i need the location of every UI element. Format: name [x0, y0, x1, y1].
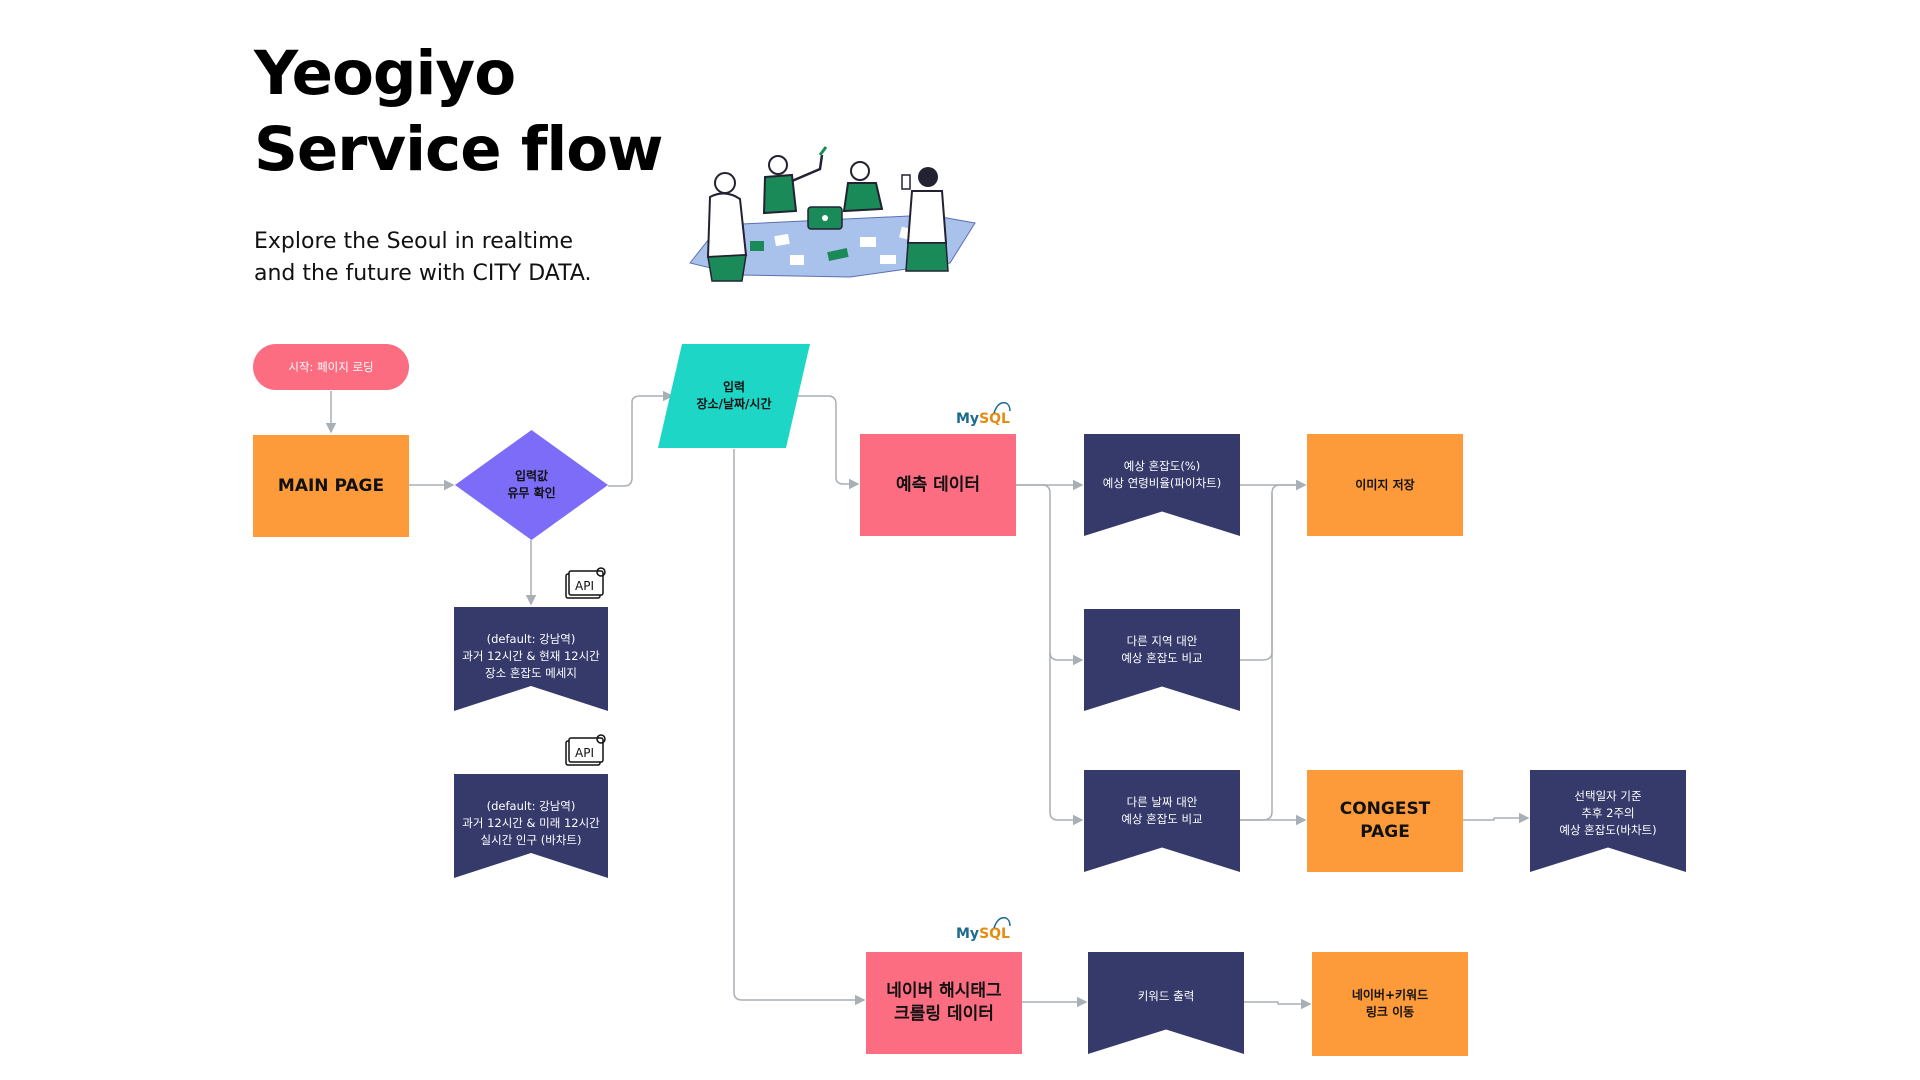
save-image-node: 이미지 저장	[1307, 434, 1463, 536]
main-page-node: MAIN PAGE	[253, 435, 409, 537]
input-node: 입력 장소/날짜/시간	[658, 344, 810, 448]
main-page-label: MAIN PAGE	[277, 475, 385, 496]
input-parallelogram-shape	[658, 344, 810, 448]
mysql-logo-2: MySQL	[956, 916, 1011, 942]
input-label-wrap: 입력 장소/날짜/시간	[658, 344, 810, 448]
mysql-logo-my: My	[956, 926, 980, 942]
naver-link-node: 네이버+키워드 링크 이동	[1312, 952, 1468, 1056]
dolphin-icon	[993, 916, 1011, 929]
connector-prediction-flag3	[1049, 652, 1084, 826]
subtitle-line-1: Explore the Seoul in realtime	[254, 229, 574, 254]
start-node-label: 시작: 페이지 로딩	[288, 360, 374, 374]
mysql-logo-my: My	[956, 411, 980, 427]
api-text: API	[575, 579, 594, 593]
title-line-1: Yeogiyo	[254, 38, 516, 109]
save-image-label: 이미지 저장	[1355, 477, 1415, 492]
start-node: 시작: 페이지 로딩	[253, 344, 409, 390]
page-subtitle: Explore the Seoul in realtime and the fu…	[254, 226, 774, 290]
connector-prediction-flag2	[1016, 484, 1084, 666]
dolphin-icon	[993, 401, 1011, 414]
connector-input-prediction	[796, 395, 860, 490]
api-badge-2: API	[564, 733, 608, 767]
prediction-data-label: 예측 데이터	[895, 474, 981, 495]
default-future-label: (default: 강남역) 과거 12시간 & 미래 12시간 실시간 인구 …	[462, 799, 600, 847]
decision-label-wrap: 입력값 유무 확인	[455, 430, 608, 540]
title-line-2: Service flow	[254, 114, 664, 185]
connector-input-naver	[733, 449, 866, 1006]
selected-date-label: 선택일자 기준 추후 2주의 예상 혼잡도(바차트)	[1559, 789, 1657, 837]
keyword-output-label: 키워드 출력	[1137, 989, 1195, 1003]
connector-congest-selected	[1462, 812, 1530, 824]
mysql-logo-1: MySQL	[956, 401, 1011, 427]
predicted-congestion-label: 예상 혼잡도(%) 예상 연령비율(파이차트)	[1102, 459, 1222, 490]
congest-page-label: CONGEST PAGE	[1339, 799, 1431, 842]
congest-page-node: CONGEST PAGE	[1307, 770, 1463, 872]
prediction-data-node: 예측 데이터	[860, 434, 1016, 536]
connector-keyword-link	[1244, 998, 1312, 1010]
page-title: Yeogiyo Service flow	[254, 36, 774, 188]
api-icon: API	[565, 567, 606, 599]
decision-label: 입력값 유무 확인	[507, 469, 556, 500]
naver-crawling-label: 네이버 해시태그 크롤링 데이터	[886, 981, 1002, 1024]
api-badge-1: API	[564, 566, 608, 600]
keyword-output-node: 키워드 출력	[1088, 952, 1244, 1054]
naver-crawling-node: 네이버 해시태그 크롤링 데이터	[866, 952, 1022, 1054]
api-text: API	[575, 746, 594, 760]
decision-diamond-shape	[455, 430, 608, 540]
subtitle-line-2: and the future with CITY DATA.	[254, 261, 592, 286]
naver-link-label: 네이버+키워드 링크 이동	[1351, 988, 1429, 1019]
team-collaboration-illustration	[689, 146, 976, 282]
api-icon: API	[565, 734, 606, 766]
mysql-logo-sql: SQL	[979, 411, 1010, 427]
mysql-logo-sql: SQL	[979, 926, 1010, 942]
other-region-label: 다른 지역 대안 예상 혼잡도 비교	[1121, 634, 1203, 665]
connector-flag3-congest	[1240, 493, 1273, 821]
decision-node: 입력값 유무 확인	[455, 430, 608, 540]
connector-decision-input	[608, 390, 674, 487]
other-date-label: 다른 날짜 대안 예상 혼잡도 비교	[1121, 795, 1203, 826]
default-realtime-label: (default: 강남역) 과거 12시간 & 현재 12시간 장소 혼잡도 …	[462, 632, 600, 680]
input-label: 입력 장소/날짜/시간	[696, 380, 772, 411]
